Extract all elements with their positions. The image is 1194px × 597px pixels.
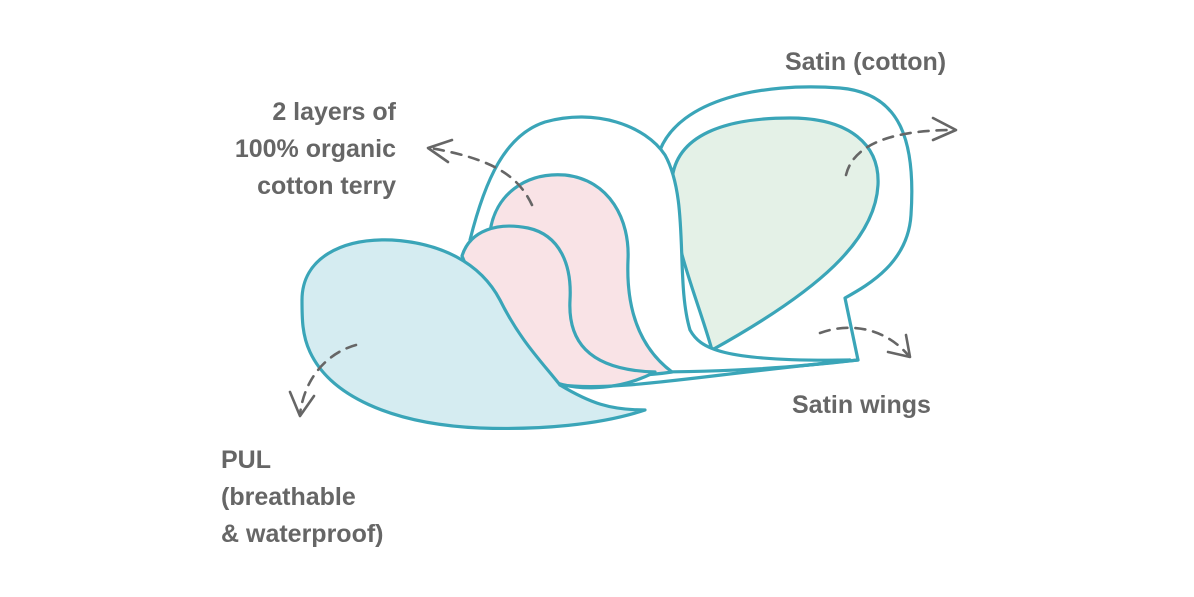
satin-cotton-label-line-1: Satin (cotton) bbox=[785, 48, 947, 76]
pul-label-line-2: (breathable bbox=[221, 483, 356, 511]
satin-wings-label: Satin wings bbox=[792, 387, 931, 424]
cotton-terry-label-line-2: 100% organic bbox=[234, 135, 396, 163]
pul-label-line-3: & waterproof) bbox=[221, 520, 384, 548]
cotton-terry-label-line-1: 2 layers of bbox=[272, 98, 396, 126]
satin-cotton-label: Satin (cotton) bbox=[785, 44, 946, 81]
arrow-pul bbox=[288, 343, 358, 418]
cotton-terry-label-line-3: cotton terry bbox=[257, 172, 396, 200]
satin-wings-label-line-1: Satin wings bbox=[792, 391, 931, 419]
pul-layer bbox=[300, 238, 647, 431]
pul-label: PUL (breathable & waterproof) bbox=[221, 442, 384, 553]
arrow-satin-cotton bbox=[844, 116, 958, 177]
arrow-cotton-terry bbox=[426, 138, 534, 207]
pul-label-line-1: PUL bbox=[221, 446, 271, 474]
layer-rim bbox=[558, 358, 860, 389]
cotton-terry-label: 2 layers of 100% organic cotton terry bbox=[235, 94, 396, 205]
arrow-satin-wings bbox=[818, 326, 912, 359]
